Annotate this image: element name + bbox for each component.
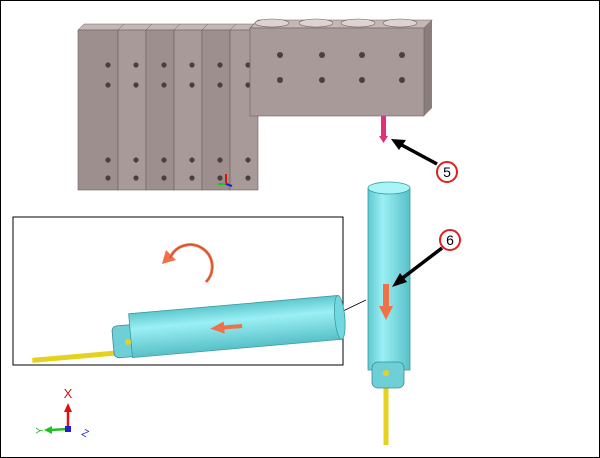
block-fin xyxy=(201,29,231,191)
fin-hole xyxy=(217,157,223,163)
bolt-hole xyxy=(277,77,283,83)
fin-hole xyxy=(245,82,251,88)
inset-force-arrow xyxy=(210,321,243,334)
bolt-hole xyxy=(359,52,365,58)
fin-hole xyxy=(189,175,195,181)
fin-hole xyxy=(189,157,195,163)
block-fin xyxy=(117,29,147,191)
bore xyxy=(298,18,334,28)
axis-triad: X Y Z xyxy=(35,386,90,440)
fin-hole xyxy=(217,82,223,88)
fin-hole xyxy=(217,62,223,68)
cylinder-bores xyxy=(254,18,418,28)
block-axis-triad xyxy=(218,174,233,187)
axis-x-label: X xyxy=(64,386,73,401)
bolt-hole xyxy=(319,52,325,58)
fin-hole xyxy=(133,157,139,163)
fin-hole xyxy=(245,157,251,163)
vertical-cylinder xyxy=(367,181,411,445)
fin-hole xyxy=(161,62,167,68)
fin-hole xyxy=(161,157,167,163)
fin-hole xyxy=(105,82,111,88)
inset-rotation-arrow xyxy=(162,243,214,284)
callout-5-label: 5 xyxy=(443,164,451,180)
block-fin xyxy=(77,29,119,191)
engine-block xyxy=(77,18,433,191)
fin-hole xyxy=(161,82,167,88)
bore xyxy=(254,18,290,28)
bolt-hole xyxy=(399,52,405,58)
pin-5 xyxy=(381,116,386,138)
bolt-hole xyxy=(359,77,365,83)
bolt-holes xyxy=(277,52,405,83)
fin-hole xyxy=(105,175,111,181)
bore xyxy=(340,18,376,28)
bolt-hole xyxy=(277,52,283,58)
fin-hole xyxy=(133,175,139,181)
bore xyxy=(382,18,418,28)
inset-rod xyxy=(32,350,123,363)
bolt-hole xyxy=(399,77,405,83)
vertical-force-arrow xyxy=(379,284,393,320)
fin-hole xyxy=(245,62,251,68)
fin-hole xyxy=(105,62,111,68)
fin-hole xyxy=(133,82,139,88)
fin-hole xyxy=(245,175,251,181)
callout-6-label: 6 xyxy=(446,232,454,248)
block-main-body xyxy=(249,27,425,117)
fin-hole xyxy=(189,62,195,68)
callout-5: 5 xyxy=(391,139,458,183)
axis-z-label: Z xyxy=(80,428,91,441)
fin-hole xyxy=(105,157,111,163)
block-fin xyxy=(145,29,175,191)
fin-top xyxy=(77,23,125,31)
fin-hole xyxy=(161,175,167,181)
inset-leader-line xyxy=(342,299,367,312)
fin-hole xyxy=(217,175,223,181)
fin-hole xyxy=(133,62,139,68)
block-fins xyxy=(77,23,265,191)
bolt-hole xyxy=(319,77,325,83)
block-fin xyxy=(173,29,203,191)
inset-horizontal-cylinder xyxy=(32,295,346,363)
axis-y-label: Y xyxy=(35,427,46,434)
callout-6: 6 xyxy=(392,229,461,287)
fin-hole xyxy=(189,82,195,88)
